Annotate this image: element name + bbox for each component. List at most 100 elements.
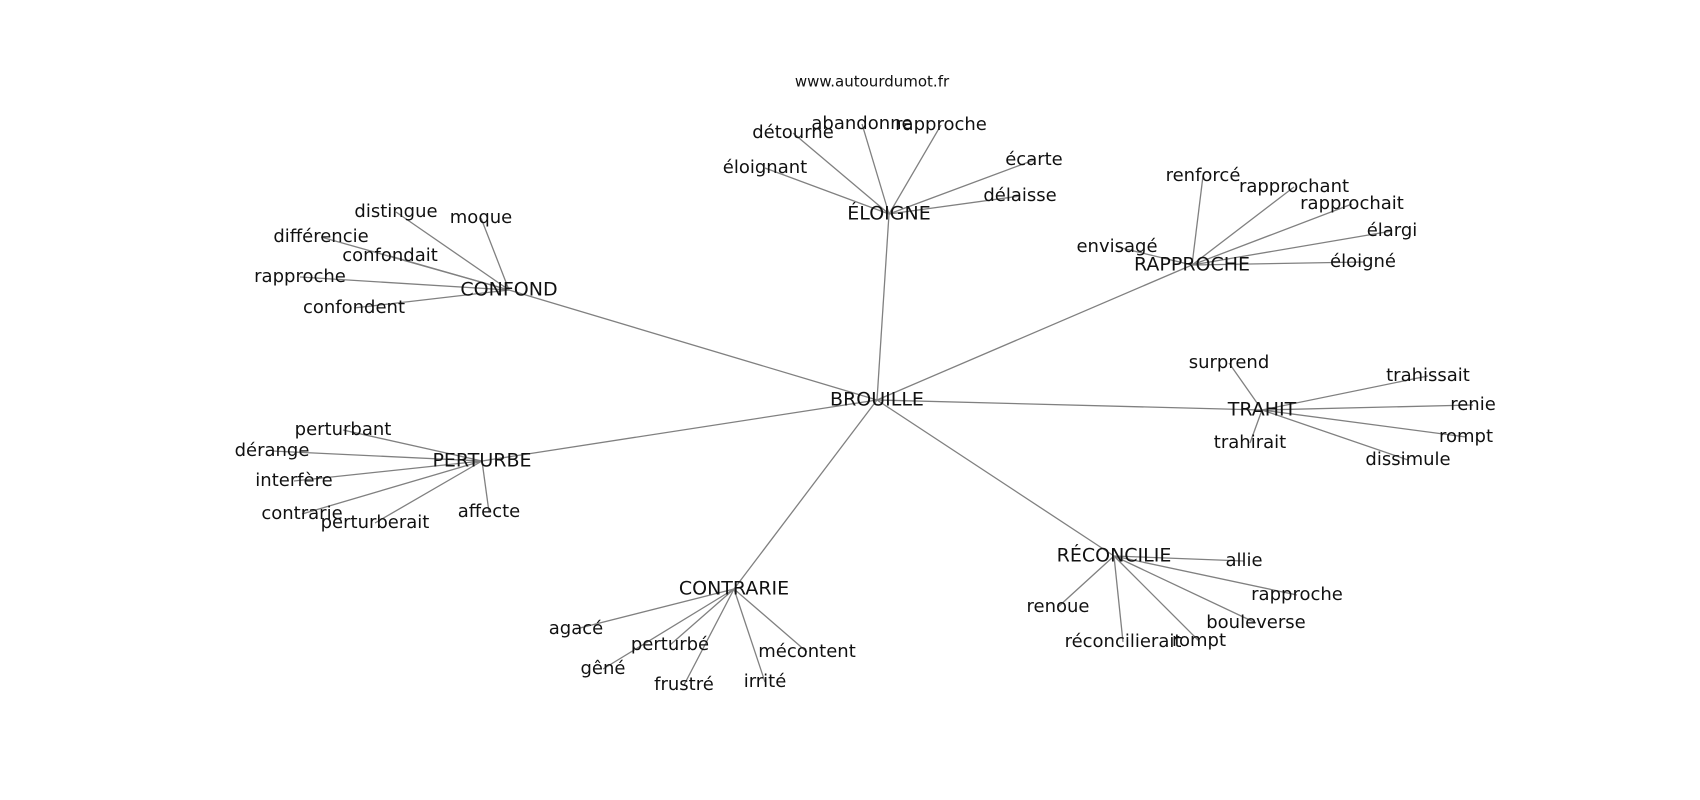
edge-confond-leaf-5: [353, 289, 510, 309]
node-leaf-reconcilie-2[interactable]: renoue: [1027, 596, 1090, 617]
node-leaf-eloigne-0[interactable]: abandonne: [811, 113, 912, 134]
node-leaf-perturbe-4[interactable]: perturberait: [321, 512, 430, 533]
node-leaf-eloigne-1[interactable]: détourne: [752, 122, 834, 143]
node-leaf-confond-4[interactable]: rapproche: [254, 266, 346, 287]
node-leaf-perturbe-1[interactable]: dérange: [235, 440, 310, 461]
edge-contrarie-leaf-5: [733, 588, 766, 683]
node-leaf-eloigne-2[interactable]: rapproche: [895, 114, 987, 135]
node-leaf-trahit-2[interactable]: renie: [1450, 394, 1496, 415]
node-leaf-trahit-5[interactable]: dissimule: [1365, 449, 1450, 470]
node-leaf-trahit-0[interactable]: surprend: [1189, 352, 1270, 373]
edge-contrarie-leaf-1: [669, 588, 735, 646]
node-leaf-reconcilie-3[interactable]: bouleverse: [1206, 612, 1306, 633]
edge-perturbe-leaf-1: [271, 450, 483, 462]
edge-reconcilie-leaf-0: [1113, 555, 1245, 562]
edge-eloigne-leaf-0: [861, 123, 890, 215]
node-leaf-rapproche-0[interactable]: renforcé: [1166, 165, 1241, 186]
edge-center-reconcilie: [876, 399, 1115, 557]
node-hub-trahit[interactable]: TRAHIT: [1227, 399, 1297, 421]
node-hub-rapproche[interactable]: RAPPROCHE: [1134, 254, 1250, 276]
edge-eloigne-leaf-2: [888, 124, 942, 215]
edge-trahit-leaf-4: [1249, 409, 1263, 444]
edge-perturbe-leaf-4: [374, 460, 483, 524]
edge-center-confond: [508, 289, 878, 401]
node-center[interactable]: BROUILLE: [830, 389, 924, 411]
edge-eloigne-leaf-5: [888, 195, 1021, 215]
node-hub-eloigne[interactable]: ÉLOIGNE: [847, 202, 930, 225]
node-leaf-trahit-4[interactable]: trahirait: [1214, 432, 1286, 453]
graph-edges: [271, 123, 1474, 686]
edge-eloigne-leaf-3: [764, 167, 890, 215]
site-watermark: www.autourdumot.fr: [795, 73, 950, 91]
node-leaf-reconcilie-0[interactable]: allie: [1225, 550, 1262, 571]
edge-contrarie-leaf-2: [733, 588, 808, 653]
edge-confond-leaf-1: [480, 217, 510, 291]
node-leaf-trahit-3[interactable]: rompt: [1439, 426, 1493, 447]
edge-center-eloigne: [876, 213, 890, 401]
node-leaf-rapproche-3[interactable]: élargi: [1367, 220, 1418, 241]
node-leaf-confond-3[interactable]: confondait: [342, 245, 438, 266]
node-leaf-perturbe-2[interactable]: interfère: [255, 470, 332, 491]
node-leaf-confond-2[interactable]: différencie: [273, 226, 368, 247]
edge-reconcilie-leaf-3: [1113, 555, 1257, 624]
edge-confond-leaf-4: [299, 276, 510, 291]
edge-confond-leaf-3: [389, 255, 510, 291]
edge-trahit-leaf-1: [1261, 375, 1429, 411]
node-leaf-perturbe-5[interactable]: affecte: [458, 501, 521, 522]
node-leaf-rapproche-1[interactable]: rapprochant: [1239, 176, 1349, 197]
edge-trahit-leaf-0: [1228, 362, 1263, 411]
edge-perturbe-leaf-0: [342, 429, 483, 462]
node-leaf-eloigne-4[interactable]: écarte: [1005, 149, 1063, 170]
node-leaf-perturbe-3[interactable]: contrarie: [261, 503, 342, 524]
node-leaf-rapproche-4[interactable]: envisagé: [1076, 236, 1157, 257]
node-leaf-reconcilie-1[interactable]: rapproche: [1251, 584, 1343, 605]
edge-perturbe-leaf-3: [301, 460, 483, 515]
node-leaf-reconcilie-5[interactable]: réconcilierait: [1065, 631, 1182, 652]
edge-center-rapproche: [876, 264, 1193, 401]
edge-contrarie-leaf-3: [602, 588, 735, 670]
edge-contrarie-leaf-4: [683, 588, 735, 686]
edge-rapproche-leaf-2: [1191, 203, 1353, 266]
node-leaf-contrarie-2[interactable]: mécontent: [758, 641, 856, 662]
edge-reconcilie-leaf-5: [1113, 555, 1124, 643]
edge-reconcilie-leaf-4: [1113, 555, 1200, 642]
edge-eloigne-leaf-1: [792, 132, 890, 215]
edge-rapproche-leaf-4: [1116, 246, 1193, 266]
node-leaf-rapproche-2[interactable]: rapprochait: [1300, 193, 1404, 214]
edge-confond-leaf-0: [395, 211, 510, 291]
node-leaf-confond-1[interactable]: moque: [450, 207, 512, 228]
edge-rapproche-leaf-5: [1191, 261, 1364, 266]
edge-trahit-leaf-3: [1261, 409, 1467, 438]
node-leaf-confond-0[interactable]: distingue: [354, 201, 437, 222]
edge-reconcilie-leaf-1: [1113, 555, 1298, 596]
edge-trahit-leaf-2: [1261, 404, 1474, 411]
node-hub-perturbe[interactable]: PERTURBE: [432, 450, 531, 472]
edge-rapproche-leaf-1: [1191, 186, 1295, 266]
edge-center-contrarie: [733, 399, 878, 590]
edge-perturbe-leaf-5: [481, 460, 490, 513]
node-hub-reconcilie[interactable]: RÉCONCILIE: [1057, 544, 1172, 567]
edge-rapproche-leaf-0: [1191, 175, 1204, 266]
edge-center-perturbe: [481, 399, 878, 462]
node-leaf-eloigne-5[interactable]: délaisse: [983, 185, 1056, 206]
node-leaf-reconcilie-4[interactable]: rompt: [1172, 630, 1226, 651]
node-leaf-trahit-1[interactable]: trahissait: [1386, 365, 1470, 386]
node-leaf-contrarie-4[interactable]: frustré: [654, 674, 714, 695]
edge-eloigne-leaf-4: [888, 159, 1035, 215]
edge-rapproche-leaf-3: [1191, 230, 1393, 266]
node-leaf-contrarie-0[interactable]: agacé: [549, 618, 603, 639]
node-leaf-perturbe-0[interactable]: perturbant: [295, 419, 392, 440]
node-hub-contrarie[interactable]: CONTRARIE: [679, 578, 789, 600]
node-leaf-contrarie-1[interactable]: perturbé: [631, 634, 709, 655]
edge-contrarie-leaf-0: [575, 588, 735, 630]
node-hub-confond[interactable]: CONFOND: [460, 279, 557, 301]
edge-reconcilie-leaf-2: [1057, 555, 1115, 608]
node-leaf-contrarie-3[interactable]: gêné: [581, 658, 626, 679]
edge-center-trahit: [876, 399, 1263, 411]
node-leaf-rapproche-5[interactable]: éloigné: [1330, 251, 1396, 272]
edge-trahit-leaf-5: [1261, 409, 1409, 461]
node-leaf-contrarie-5[interactable]: irrité: [744, 671, 787, 692]
node-leaf-eloigne-3[interactable]: éloignant: [723, 157, 807, 178]
node-leaf-confond-5[interactable]: confondent: [303, 297, 405, 318]
